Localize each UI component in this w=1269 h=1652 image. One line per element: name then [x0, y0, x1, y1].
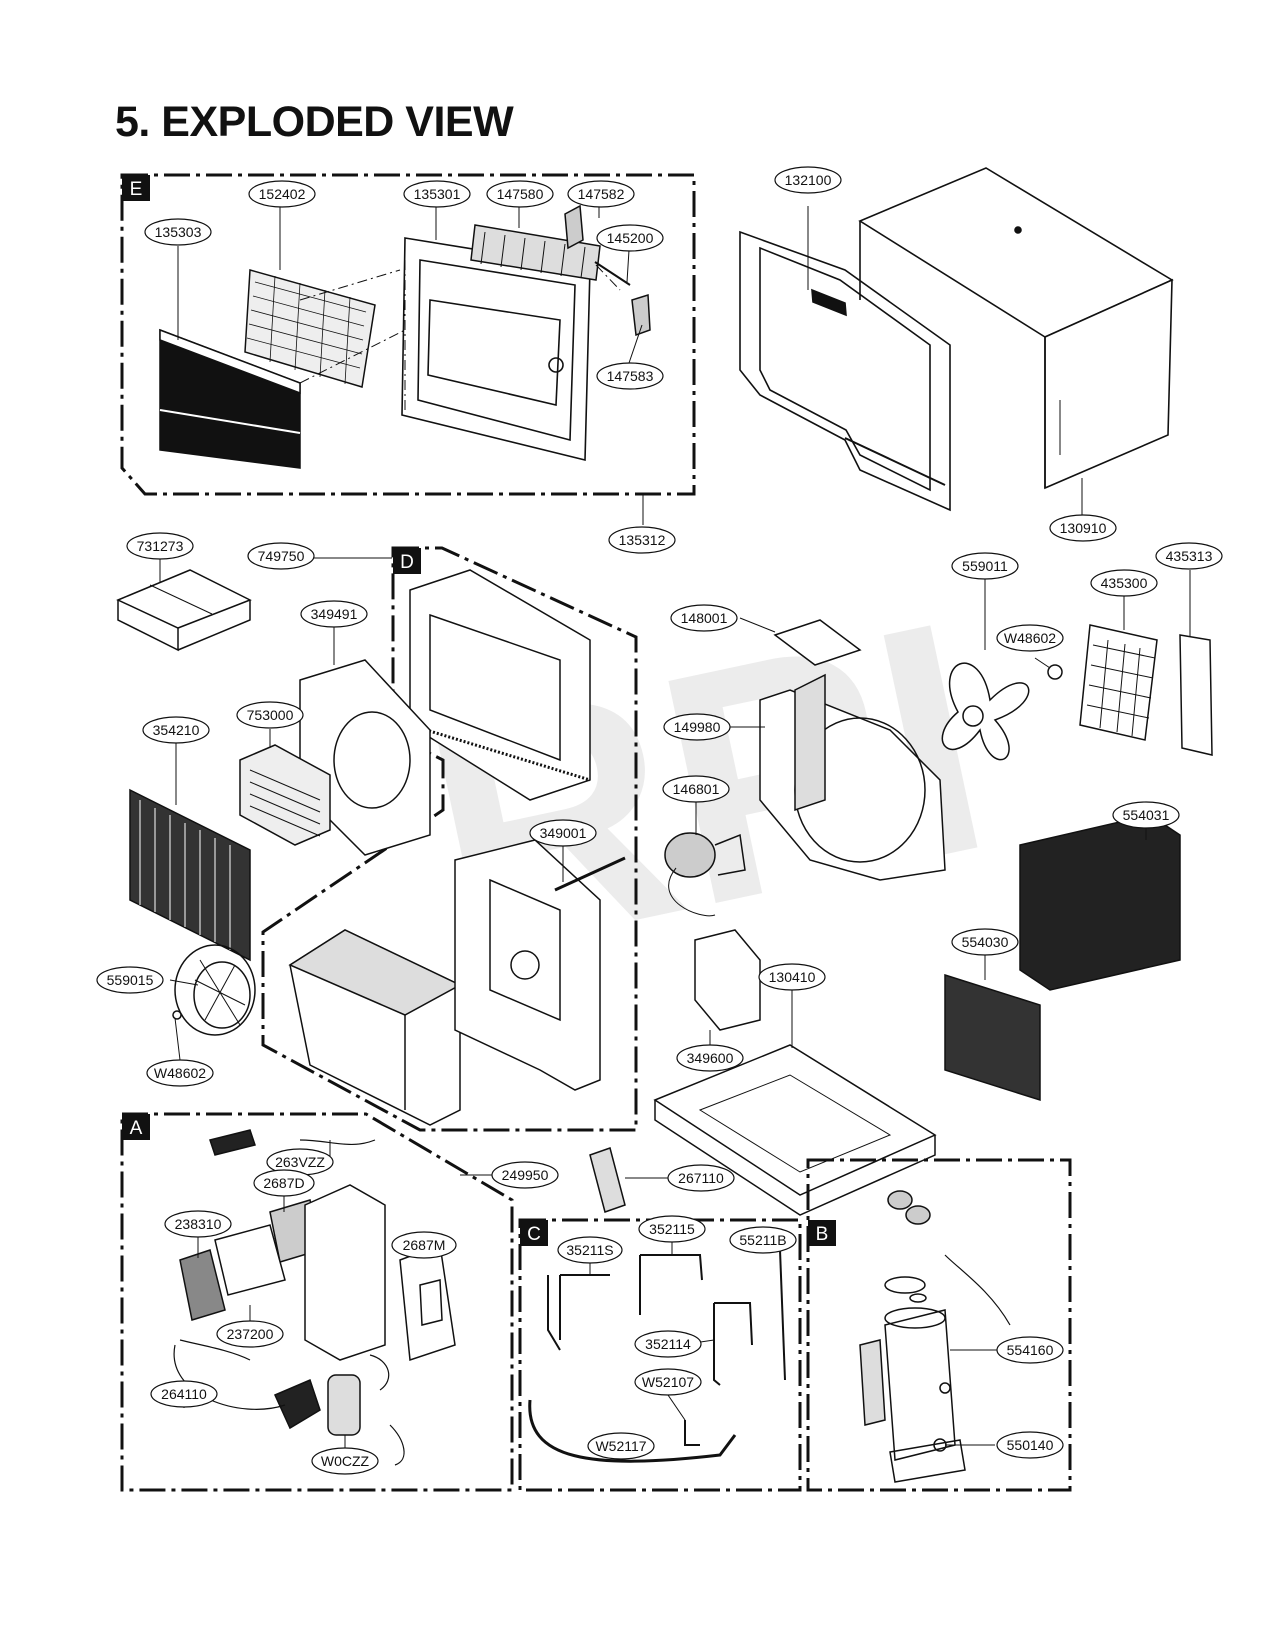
part-label: 2687M — [403, 1237, 446, 1253]
shroud — [730, 673, 946, 881]
section-c-tag — [520, 1220, 548, 1246]
section-b-letter: B — [816, 1224, 829, 1245]
part-label: 2687D — [263, 1175, 304, 1191]
part-label: 135301 — [414, 186, 461, 202]
louver — [470, 224, 601, 281]
remote-control — [589, 1147, 668, 1213]
blower-wheel — [169, 944, 256, 1061]
part-label: 132100 — [785, 172, 832, 188]
section-e — [120, 173, 696, 525]
section-a-letter: A — [130, 1118, 143, 1139]
part-label: 753000 — [247, 707, 294, 723]
part-label: 55211B — [739, 1232, 786, 1248]
evaporator-coil — [129, 729, 251, 962]
part-label: 130910 — [1060, 520, 1107, 536]
part-label: 135303 — [155, 224, 202, 240]
part-label: 237200 — [227, 1326, 274, 1342]
part-label: 554030 — [962, 934, 1009, 950]
part-label: 349491 — [311, 606, 358, 622]
part-label: 147582 — [578, 186, 625, 202]
heater-unit — [239, 729, 331, 846]
part-label: 559015 — [107, 972, 154, 988]
section-d-tag — [393, 548, 421, 574]
part-label: 145200 — [607, 230, 654, 246]
part-label: 749750 — [258, 548, 305, 564]
part-label: 238310 — [175, 1216, 222, 1232]
section-tags: E D A C B — [122, 175, 836, 1246]
part-label: W48602 — [154, 1065, 206, 1081]
part-label: 135312 — [619, 532, 666, 548]
part-label: 731273 — [137, 538, 184, 554]
part-label: 550140 — [1007, 1437, 1054, 1453]
section-b-tag — [808, 1220, 836, 1246]
remote-box — [116, 558, 252, 652]
part-label: 349001 — [540, 825, 587, 841]
part-label: 35211S — [566, 1242, 613, 1258]
part-label: W48602 — [1004, 630, 1056, 646]
part-label: 152402 — [259, 186, 306, 202]
motor-mount — [694, 929, 761, 1045]
front-cabinet — [401, 237, 591, 462]
section-a — [120, 1112, 514, 1492]
base-pan — [653, 990, 937, 1216]
part-label: W52107 — [642, 1374, 694, 1390]
part-label: 349600 — [687, 1050, 734, 1066]
section-e-tag — [122, 175, 150, 201]
lower-coil — [944, 955, 1041, 1102]
section-c-letter: C — [527, 1224, 541, 1245]
clips — [564, 204, 651, 337]
section-b — [806, 1158, 1072, 1492]
front-grille — [159, 328, 301, 469]
part-label: 352114 — [645, 1336, 691, 1352]
part-label: 130410 — [769, 969, 816, 985]
part-label: 147580 — [497, 186, 544, 202]
part-label: 249950 — [502, 1167, 549, 1183]
part-label: 554031 — [1123, 807, 1170, 823]
part-label: 559011 — [962, 558, 1008, 574]
part-label: 149980 — [674, 719, 721, 735]
condenser-fan — [941, 578, 1063, 761]
air-filter — [244, 269, 376, 388]
motor-bracket — [739, 617, 862, 666]
part-callouts: 135303 152402 135301 147580 147582 14520… — [96, 166, 1223, 1475]
part-label: 267110 — [678, 1170, 724, 1186]
part-label: 554160 — [1007, 1342, 1054, 1358]
part-label: 263VZZ — [275, 1154, 325, 1170]
part-label: 435313 — [1166, 548, 1213, 564]
section-a-tag — [122, 1114, 150, 1140]
window-frame — [739, 206, 1083, 525]
fan-motor — [664, 802, 746, 917]
part-label: W0CZZ — [321, 1453, 370, 1469]
part-label: 148001 — [681, 610, 728, 626]
rear-guard — [1079, 596, 1158, 741]
section-d-letter: D — [400, 552, 414, 573]
page-title: 5. EXPLODED VIEW — [115, 98, 514, 146]
part-label: W52117 — [595, 1438, 646, 1454]
part-label: 146801 — [673, 781, 720, 797]
section-e-letter: E — [130, 179, 143, 200]
part-label: 435300 — [1101, 575, 1148, 591]
section-d — [261, 546, 638, 1132]
part-label: 352115 — [649, 1221, 695, 1237]
condenser-coil — [1019, 814, 1181, 991]
part-label: 147583 — [607, 368, 654, 384]
side-panel — [1179, 570, 1213, 756]
orifice-panel — [299, 626, 431, 856]
part-label: 354210 — [153, 722, 200, 738]
outer-casing — [858, 167, 1174, 490]
part-label: 264110 — [161, 1386, 207, 1402]
